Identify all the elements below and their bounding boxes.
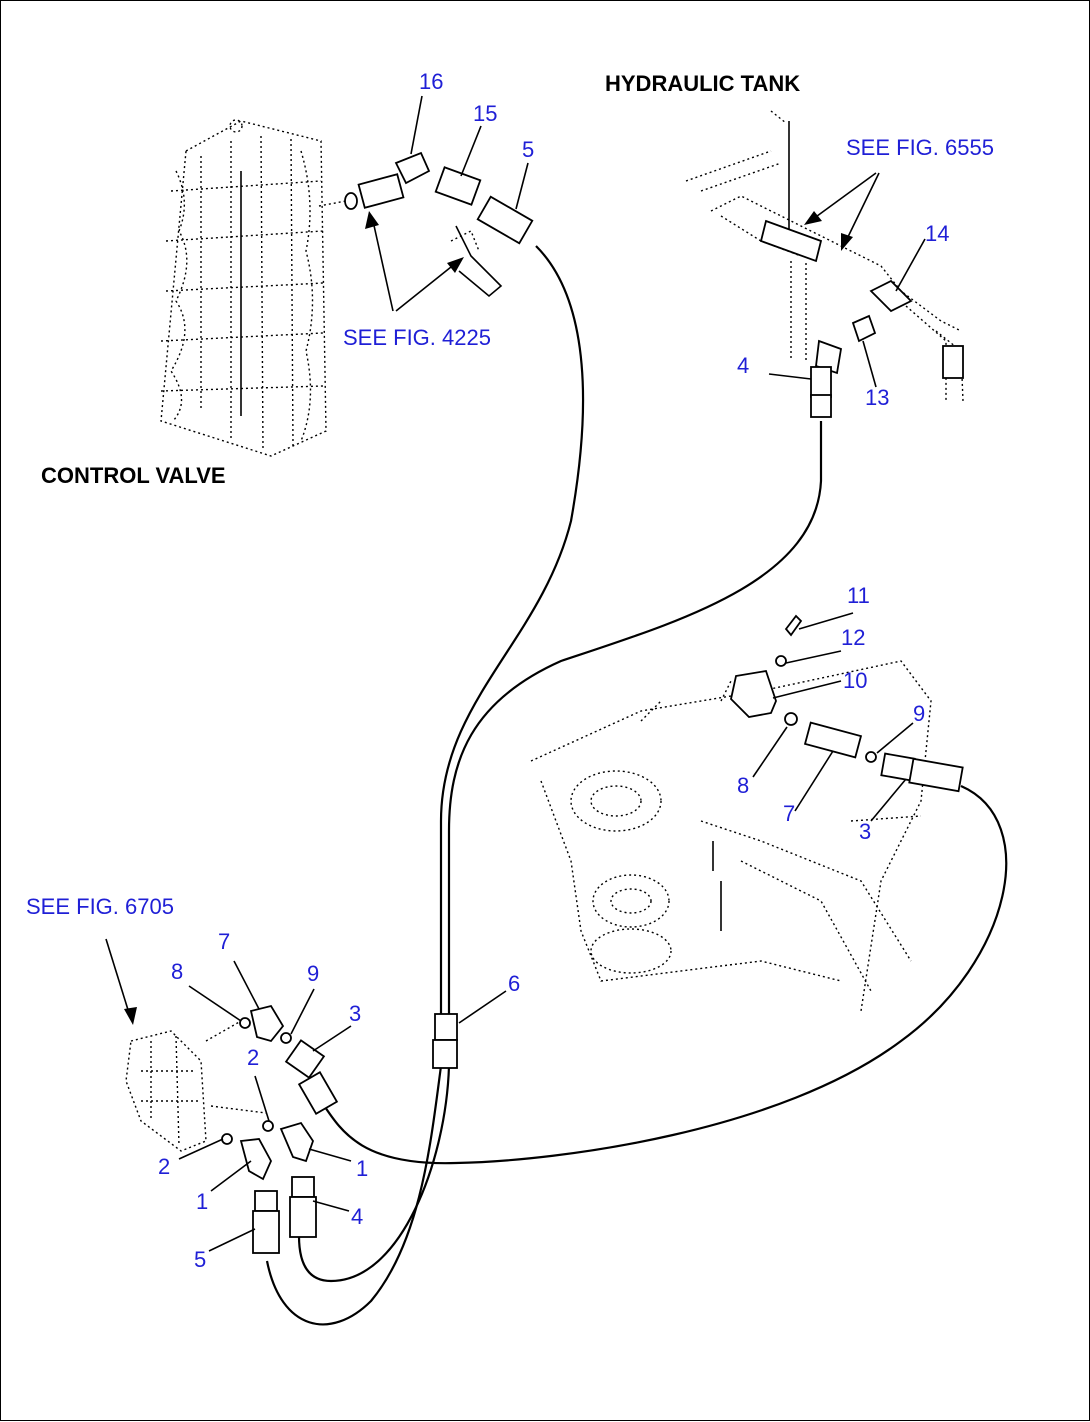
see-fig-6705-reference[interactable]: SEE FIG. 6705 <box>26 894 174 919</box>
see-fig-6555-reference[interactable]: SEE FIG. 6555 <box>846 135 994 160</box>
lower-left-valve-drawing: SEE FIG. 6705 <box>26 894 267 1152</box>
callout-2-mid: 2 <box>247 1045 259 1070</box>
callout-8-left: 8 <box>171 959 183 984</box>
right-manifold-fittings <box>730 612 964 822</box>
callout-2-left: 2 <box>158 1154 170 1179</box>
callout-16: 16 <box>419 69 443 94</box>
coupling-6 <box>432 990 507 1069</box>
control-valve-drawing: CONTROL VALVE <box>41 119 327 488</box>
callout-3-right: 3 <box>859 819 871 844</box>
lower-left-fittings <box>178 960 352 1254</box>
hydraulic-tank-label: HYDRAULIC TANK <box>605 71 800 96</box>
callout-6: 6 <box>508 971 520 996</box>
callout-9-left: 9 <box>307 961 319 986</box>
control-valve-label: CONTROL VALVE <box>41 463 226 488</box>
callout-1-left: 1 <box>196 1189 208 1214</box>
machine-frame-drawing <box>530 660 932 1012</box>
fig-4225-arrows: SEE FIG. 4225 <box>343 211 491 350</box>
callout-4-tank: 4 <box>737 353 749 378</box>
control-valve-hose-fittings <box>318 95 534 298</box>
callout-10: 10 <box>843 668 867 693</box>
callout-11: 11 <box>847 583 870 608</box>
callout-4-left: 4 <box>351 1204 363 1229</box>
hydraulic-tank-drawing: HYDRAULIC TANK <box>605 71 964 418</box>
callout-5-left: 5 <box>194 1247 206 1272</box>
callout-5-top: 5 <box>522 137 534 162</box>
callout-9-right: 9 <box>913 701 925 726</box>
fig-6555-arrows: SEE FIG. 6555 <box>804 135 994 251</box>
callout-15: 15 <box>473 101 497 126</box>
callout-14: 14 <box>925 221 949 246</box>
callout-13: 13 <box>865 385 889 410</box>
see-fig-4225-reference[interactable]: SEE FIG. 4225 <box>343 325 491 350</box>
callout-3-left: 3 <box>349 1001 361 1026</box>
callout-8-right: 8 <box>737 773 749 798</box>
callout-7-left: 7 <box>218 929 230 954</box>
callout-12: 12 <box>841 625 865 650</box>
callout-1-right: 1 <box>356 1156 368 1181</box>
hoses <box>265 245 1008 1326</box>
callout-7-right: 7 <box>783 801 795 826</box>
